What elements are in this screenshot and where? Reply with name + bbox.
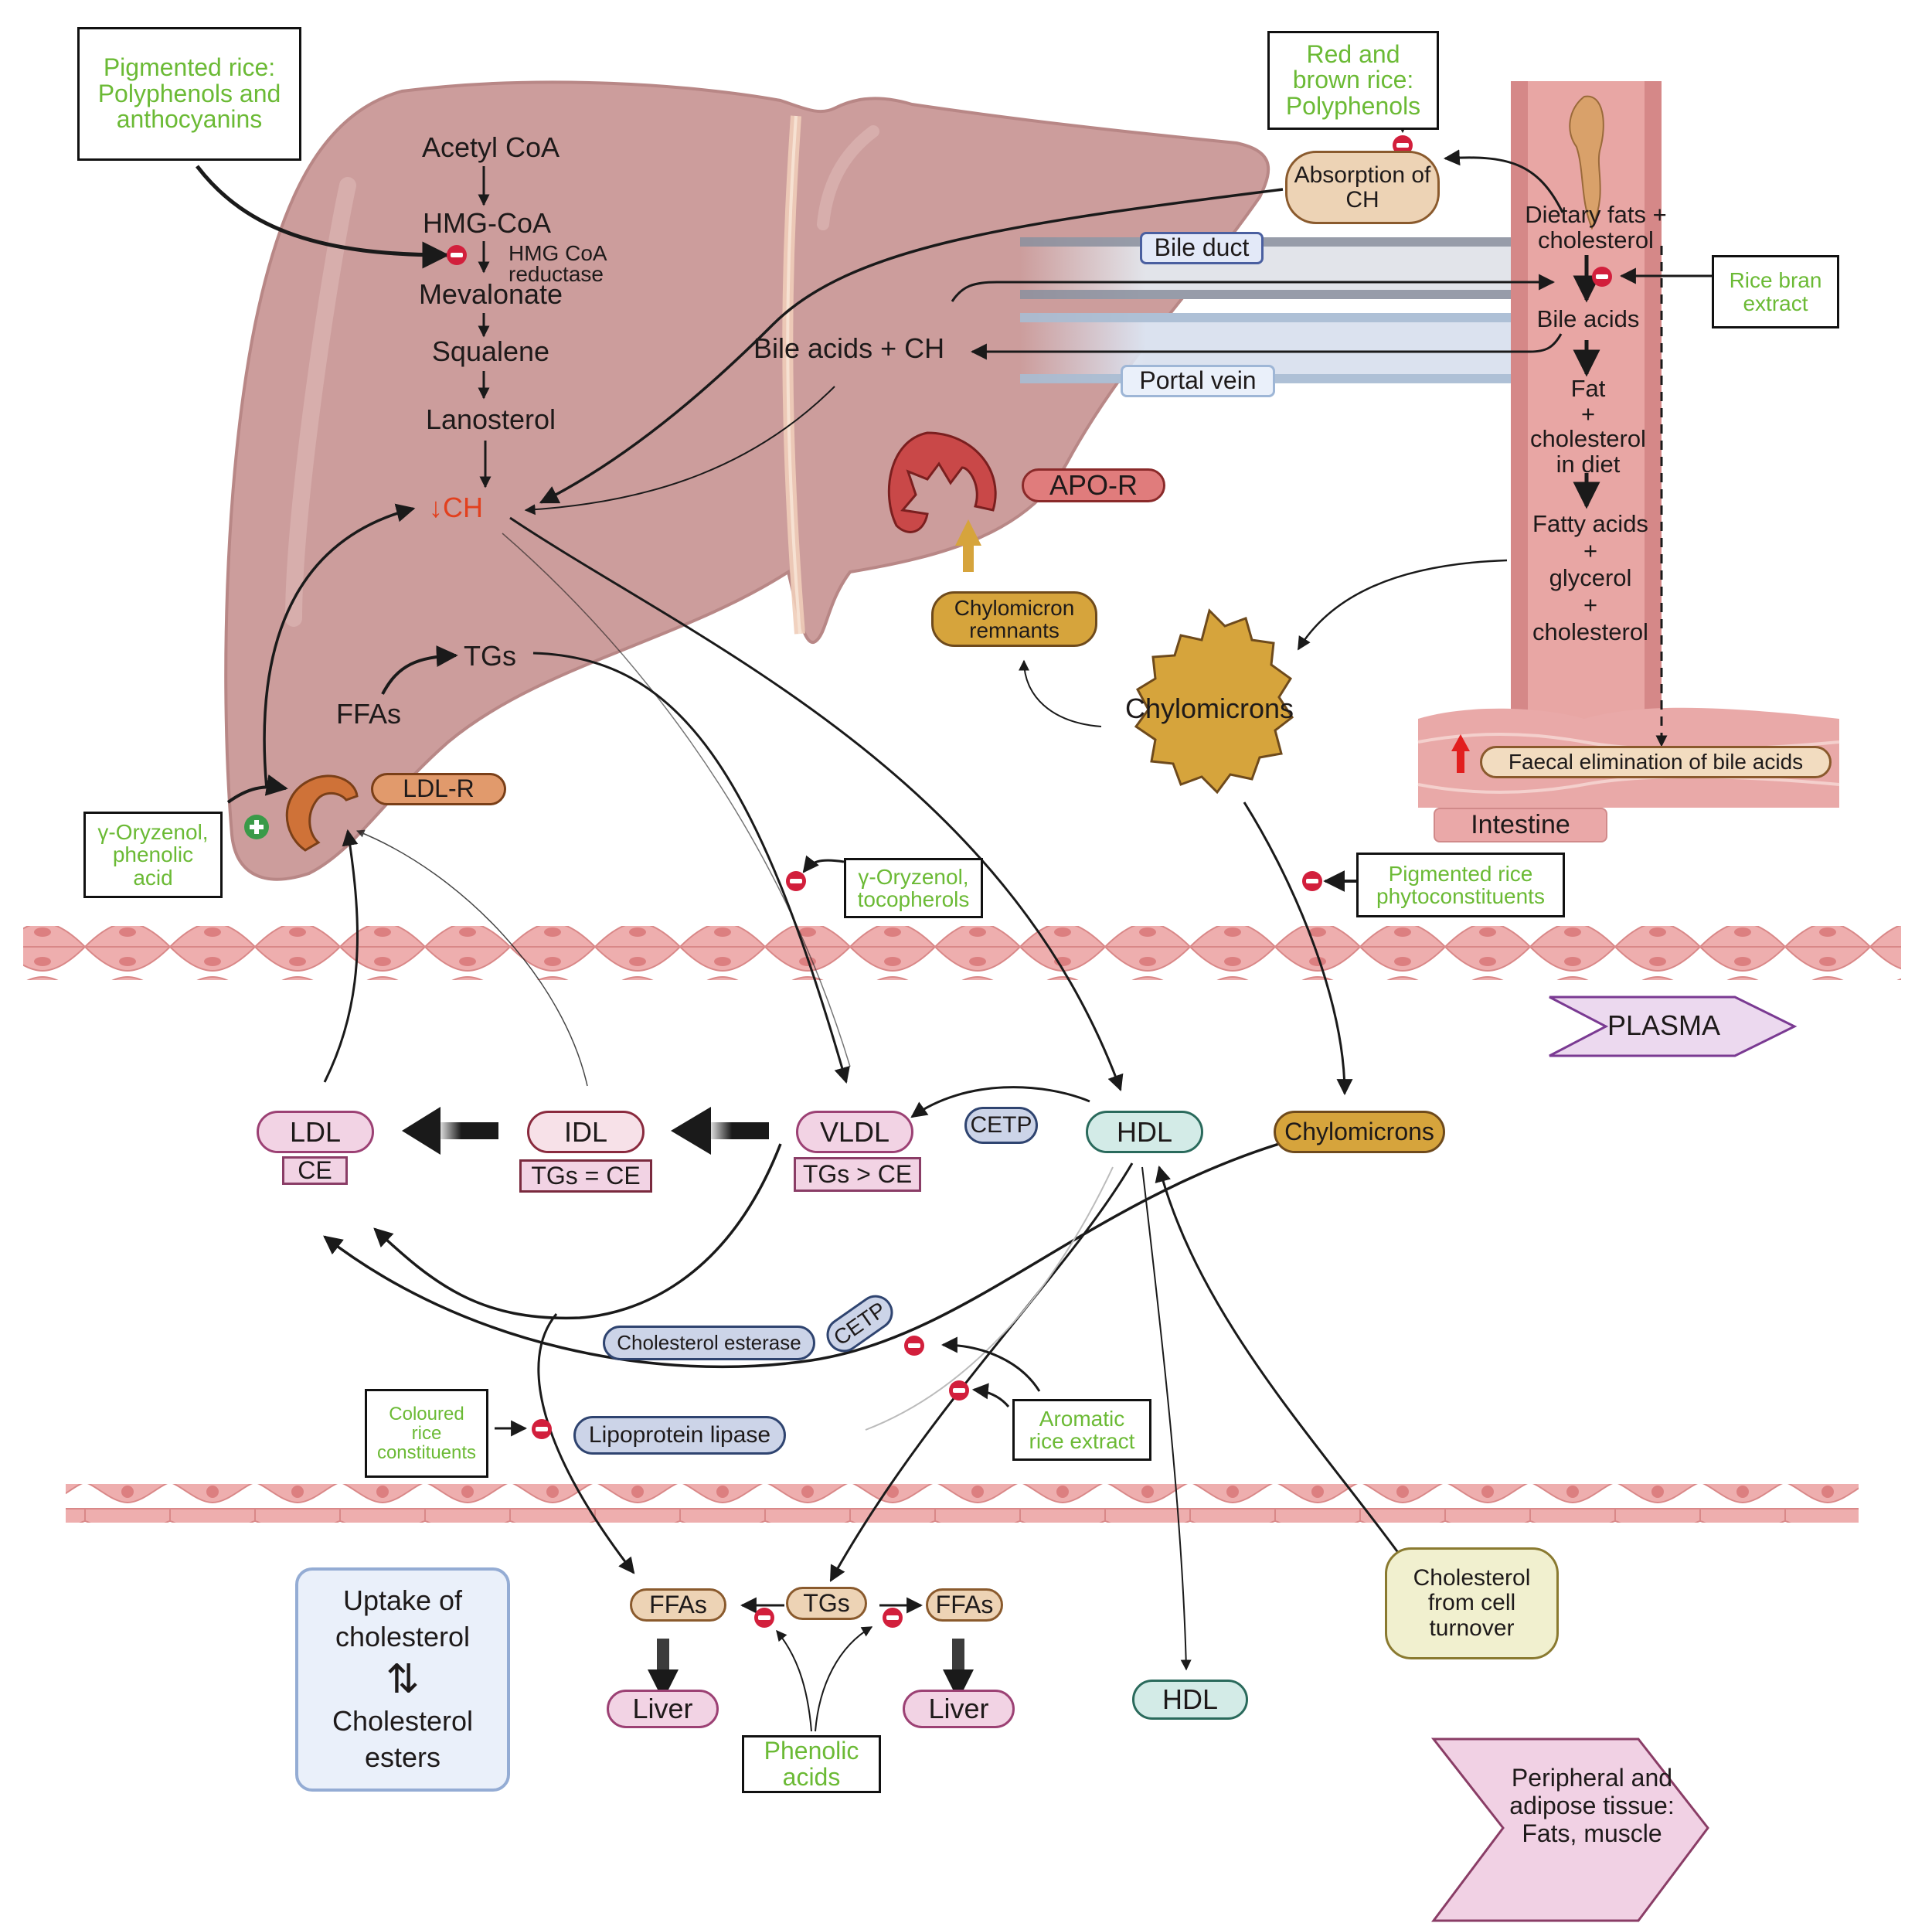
- hmg-coa-reductase-label: HMG CoA reductase: [509, 241, 607, 286]
- peripheral-hdl-badge: HDL: [1132, 1680, 1248, 1720]
- dietary-fats-label: Dietary fats +cholesterol: [1525, 201, 1667, 254]
- apo-r-badge: APO-R: [1022, 468, 1165, 502]
- inhibitor-chylomicron-icon: [1302, 871, 1322, 891]
- idl-badge: IDL: [527, 1111, 645, 1153]
- lipoprotein-lipase-badge: Lipoprotein lipase: [573, 1416, 786, 1455]
- fatty-acids-label: Fatty acids+glycerol+cholesterol: [1532, 510, 1648, 646]
- liver-right-badge: Liver: [903, 1690, 1015, 1728]
- inhibitor-esterase-icon: [949, 1380, 969, 1401]
- pathway-squalene: Squalene: [431, 335, 550, 367]
- ffas-right-badge: FFAs: [926, 1588, 1003, 1622]
- liver-ffas-label: FFAs: [336, 698, 402, 730]
- chylomicrons-star: [1134, 608, 1294, 795]
- ldl-badge: LDL: [257, 1111, 374, 1153]
- ldl-r-badge: LDL-R: [371, 773, 506, 805]
- intestine-label: Intestine: [1434, 808, 1607, 842]
- vldl-tgs-ce-label: TGs > CE: [794, 1157, 921, 1192]
- peripheral-chevron: [1430, 1738, 1709, 1922]
- inhibitor-ffa-right-icon: [883, 1608, 903, 1628]
- intestine-organ: [1417, 81, 1840, 808]
- ffas-left-badge: FFAs: [630, 1588, 726, 1622]
- inhibitor-ffa-left-icon: [754, 1608, 774, 1628]
- pathway-hmg-coa: HMG-CoA: [422, 207, 551, 239]
- peripheral-tgs-badge: TGs: [786, 1587, 867, 1620]
- cholesterol-decrease-label: ↓CH: [429, 493, 483, 522]
- faecal-elimination-badge: Faecal elimination of bile acids: [1480, 746, 1832, 778]
- liver-tgs-label: TGs: [464, 640, 516, 672]
- pathway-acetyl-coa: Acetyl CoA: [421, 131, 560, 163]
- bile-acids-ch-label: Bile acids + CH: [753, 332, 945, 364]
- chylomicrons-badge: Chylomicrons: [1274, 1111, 1445, 1153]
- hdl-badge: HDL: [1086, 1111, 1203, 1153]
- apo-receptor-shape: [887, 431, 997, 533]
- down-arrow-icon: ↓: [429, 492, 443, 523]
- inhibitor-bile-icon: [1592, 267, 1612, 287]
- ch-label: CH: [443, 492, 483, 523]
- ffas-to-liver-right-arrow: [943, 1639, 974, 1700]
- inhibitor-cetp-icon: [904, 1336, 924, 1356]
- cetp-badge: CETP: [964, 1107, 1038, 1144]
- idl-from-vldl-arrow: [671, 1107, 769, 1155]
- plasma-chevron: [1549, 996, 1798, 1057]
- idl-tgs-ce-label: TGs = CE: [519, 1159, 652, 1193]
- ldlr-receptor-shape: [285, 774, 359, 852]
- inhibitor-lpl-icon: [532, 1419, 552, 1439]
- vldl-badge: VLDL: [796, 1111, 913, 1153]
- pathway-mevalonate: Mevalonate: [418, 278, 563, 310]
- chylomicrons-star-label: Chylomicrons: [1124, 693, 1294, 724]
- ldl-from-idl-arrow: [402, 1107, 498, 1155]
- equilibrium-arrows-icon: ⇅: [386, 1656, 420, 1702]
- oryzenol-tocopherols-box: γ-Oryzenol,tocopherols: [844, 858, 983, 918]
- membrane-lower: [66, 1484, 1859, 1523]
- intestine-bile-acids-label: Bile acids: [1536, 305, 1640, 332]
- plasma-label: PLASMA: [1607, 1009, 1721, 1041]
- pathway-lanosterol: Lanosterol: [425, 403, 556, 435]
- portal-vein-label: Portal vein: [1121, 365, 1275, 397]
- ldl-ce-label: CE: [282, 1156, 348, 1185]
- cholesterol-esterase-badge: Cholesterol esterase: [603, 1326, 815, 1360]
- activator-plus-icon: [244, 815, 269, 839]
- membrane-upper: [23, 926, 1901, 980]
- ffas-to-liver-left-arrow: [648, 1639, 679, 1700]
- bile-duct-label: Bile duct: [1140, 232, 1264, 264]
- inhibitor-hmg-icon: [447, 245, 467, 265]
- liver-left-badge: Liver: [607, 1690, 719, 1728]
- inhibitor-vldl-icon: [786, 871, 806, 891]
- bile-duct-tube: [1020, 237, 1522, 299]
